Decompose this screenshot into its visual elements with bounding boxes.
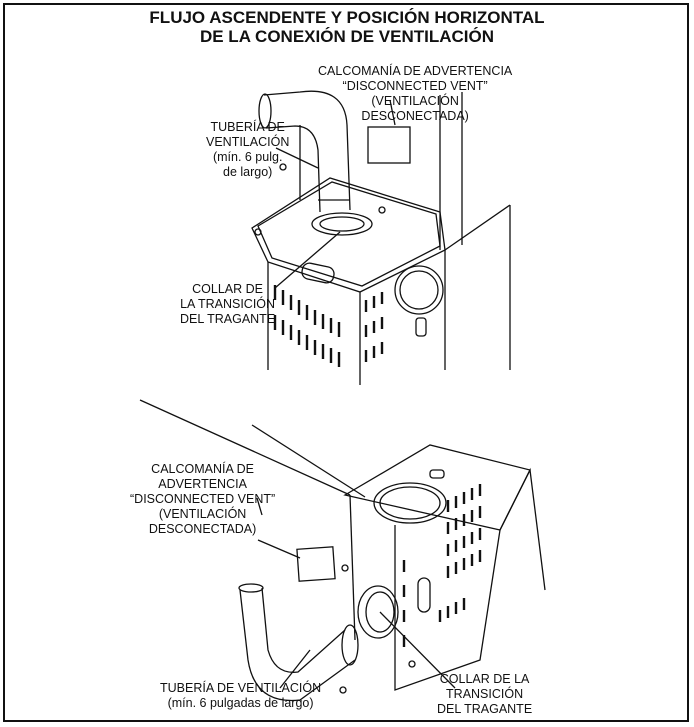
top-collar-label: COLLAR DE LA TRANSICIÓN DEL TRAGANTE [180, 282, 276, 326]
diagram-title: FLUJO ASCENDENTE Y POSICIÓN HORIZONTAL D… [0, 8, 694, 46]
horizontal-furnace [139, 399, 546, 691]
top-vent-pipe-label: TUBERÍA DE VENTILACIÓN (mín. 6 pulg. de … [206, 120, 290, 179]
upflow-furnace [251, 92, 511, 385]
diagram-frame [3, 3, 689, 722]
title-line-1: FLUJO ASCENDENTE Y POSICIÓN HORIZONTAL [149, 8, 545, 27]
bottom-warning-decal-label: CALCOMANÍA DE ADVERTENCIA “DISCONNECTED … [130, 462, 276, 536]
bottom-vent-pipe-label: TUBERÍA DE VENTILACIÓN (mín. 6 pulgadas … [160, 681, 322, 710]
top-front-grill [273, 285, 384, 367]
top-warning-decal-label: CALCOMANÍA DE ADVERTENCIA “DISCONNECTED … [318, 64, 513, 123]
bottom-collar-label: COLLAR DE LA TRANSICIÓN DEL TRAGANTE [437, 672, 533, 716]
top-warning-decal [367, 126, 411, 164]
bottom-side-grill [402, 484, 482, 647]
title-line-2: DE LA CONEXIÓN DE VENTILACIÓN [199, 27, 495, 46]
top-vent-pipe [258, 90, 351, 213]
bottom-vent-pipe [238, 583, 359, 702]
bottom-warning-decal [296, 546, 336, 582]
